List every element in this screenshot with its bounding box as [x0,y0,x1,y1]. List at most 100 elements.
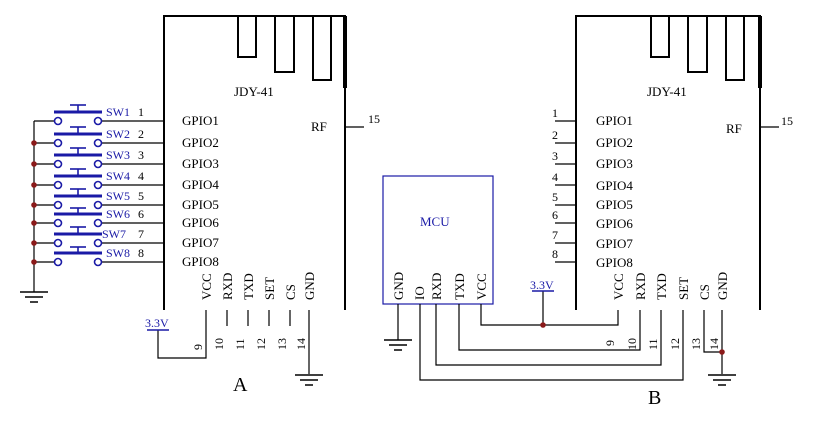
diagram-a [20,15,364,386]
module-b-gpio2-label: GPIO2 [596,135,633,150]
module-a-pin-10: 10 [212,338,226,350]
module-b-pin-3: 3 [552,149,558,163]
push-button-switch-7 [53,226,103,248]
push-button-switch-8 [53,246,103,267]
diagram-label-a: A [233,374,248,396]
push-button-switch-6 [53,207,103,228]
module-a-gpio8-label: GPIO8 [182,254,219,269]
module-a-gpio5-label: GPIO5 [182,197,219,212]
module-a-pin-13: 13 [275,338,289,350]
module-a-pin-1: 1 [138,105,144,119]
module-b-gpio8-label: GPIO8 [596,255,633,270]
module-b-gpio3-label: GPIO3 [596,156,633,171]
module-a-title: JDY-41 [234,84,274,99]
switch-label-4: SW4 [106,169,130,183]
module-b-pin-1: 1 [552,106,558,120]
module-b-gpio4-label: GPIO4 [596,178,633,193]
switch-label-5: SW5 [106,189,130,203]
antenna-a [237,15,332,81]
junction-dots-b [540,322,725,355]
module-b-pin-11: 11 [646,338,660,350]
push-button-switch-2 [53,126,103,148]
module-b-pin-5: 5 [552,190,558,204]
module-b-pin-12: 12 [668,338,682,350]
mcu-title: MCU [420,214,450,229]
switch-label-2: SW2 [106,127,130,141]
module-b-title: JDY-41 [647,84,687,99]
module-a-pin-7: 7 [138,227,144,241]
module-b-rf-label: RF [726,121,742,136]
module-a-pin-11: 11 [233,338,247,350]
module-a-rf-label: RF [311,119,327,134]
module-a-gpio3-label: GPIO3 [182,156,219,171]
module-b-gpio7-label: GPIO7 [596,236,633,251]
module-b-vcc-label: VCC [611,273,626,300]
module-a-pin-5: 5 [138,189,144,203]
supply-label-b: 3.3V [530,278,554,292]
module-a-pin-14: 14 [294,338,308,350]
switch-label-8: SW8 [106,246,130,260]
module-b-pin-13: 13 [689,338,703,350]
module-a-rxd-label: RXD [220,273,235,300]
module-b-pin-4: 4 [552,170,558,184]
module-a-gpio1-label: GPIO1 [182,113,219,128]
switch-array-a [53,104,103,267]
module-a-gpio2-label: GPIO2 [182,135,219,150]
module-a-gpio4-label: GPIO4 [182,177,219,192]
module-b-pin-14: 14 [707,338,721,350]
module-a-pin-3: 3 [138,148,144,162]
module-a-txd-label: TXD [241,273,256,300]
module-a-pin-6: 6 [138,207,144,221]
mcu-io-label: IO [412,286,427,300]
ground-symbol-b [708,374,736,386]
ground-symbol-switches [20,291,48,303]
push-button-switch-5 [53,188,103,210]
module-a-gnd-label: GND [302,272,317,300]
module-b-set-label: SET [676,277,691,300]
switch-label-7: SW7 [102,227,126,241]
supply-label-a: 3.3V [145,316,169,330]
module-a-cs-label: CS [283,284,298,300]
module-a-set-label: SET [262,277,277,300]
module-b-pin-6: 6 [552,208,558,222]
module-a-pin-2: 2 [138,127,144,141]
push-button-switch-1 [53,104,103,126]
module-b-pin-8: 8 [552,247,558,261]
module-b-pin-7: 7 [552,228,558,242]
module-b-rxd-label: RXD [633,273,648,300]
module-a-pin-12: 12 [254,338,268,350]
switch-label-3: SW3 [106,148,130,162]
antenna-b [650,15,745,81]
module-b-pin-9: 9 [603,340,617,346]
module-a-vcc-label: VCC [199,273,214,300]
module-a-pin-8: 8 [138,246,144,260]
mcu-rxd-label: RXD [429,273,444,300]
module-b-pin-10: 10 [625,338,639,350]
module-b-gpio5-label: GPIO5 [596,197,633,212]
diagram-label-b: B [648,387,661,409]
module-a-gpio6-label: GPIO6 [182,215,219,230]
module-b-gpio1-label: GPIO1 [596,113,633,128]
push-button-switch-4 [53,168,103,190]
module-b-pin-2: 2 [552,128,558,142]
switch-label-6: SW6 [106,207,130,221]
diagram-b [382,15,779,386]
module-a-pin-9: 9 [191,344,205,350]
module-a-outline [163,15,346,310]
module-a-gpio7-label: GPIO7 [182,235,219,250]
module-b-rf-pin: 15 [781,114,793,128]
module-b-gpio6-label: GPIO6 [596,216,633,231]
junction-dots-a [31,140,37,265]
ground-symbol-mcu [384,339,412,351]
push-button-switch-3 [53,147,103,169]
module-b-gnd-label: GND [715,272,730,300]
module-a-pin-4: 4 [138,169,144,183]
module-a-rf-pin: 15 [368,112,380,126]
switch-label-1: SW1 [106,105,130,119]
mcu-vcc-label: VCC [474,273,489,300]
ground-symbol-a [295,374,323,386]
module-b-txd-label: TXD [654,273,669,300]
mcu-gnd-label: GND [391,272,406,300]
mcu-txd-label: TXD [452,273,467,300]
